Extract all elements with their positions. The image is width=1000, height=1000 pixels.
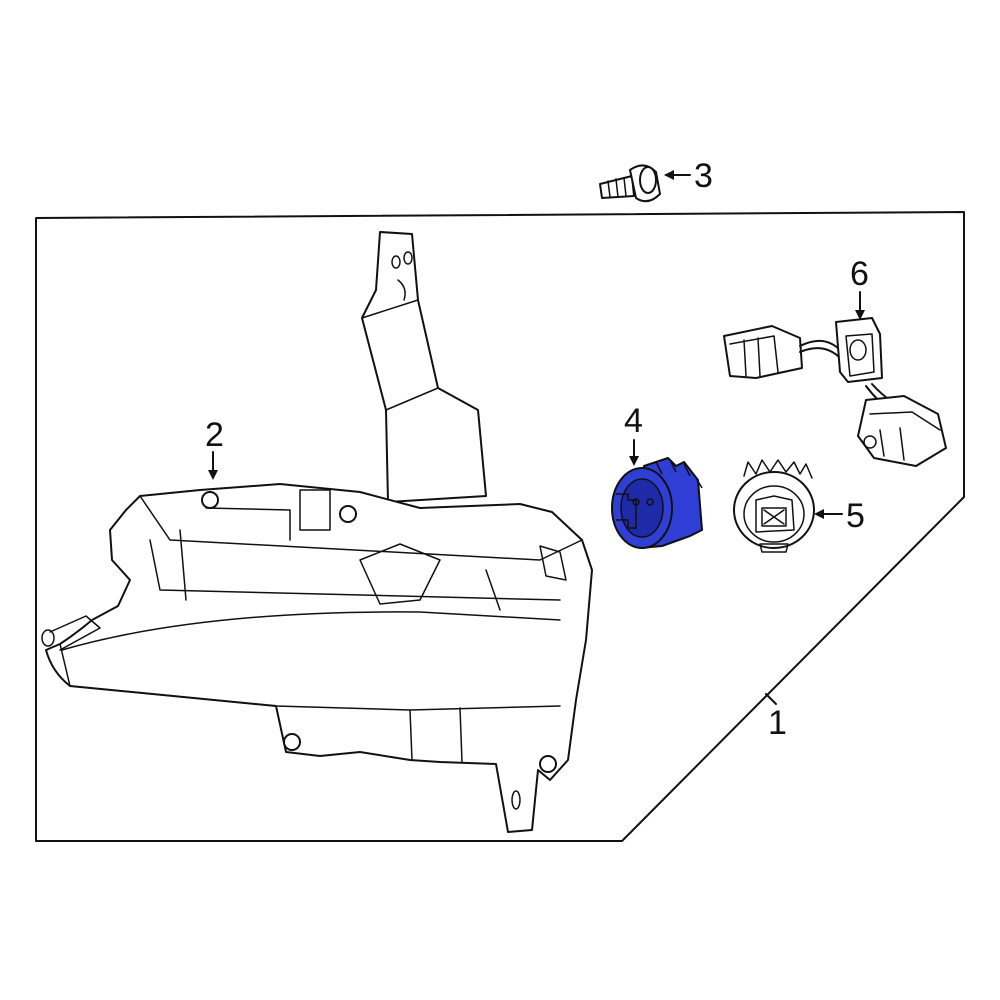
arrowhead-3 <box>664 170 674 180</box>
arrowhead-5 <box>814 509 824 519</box>
callout-5: 5 <box>846 497 865 535</box>
arrowhead-2 <box>208 470 218 480</box>
bolt-part-3[interactable] <box>599 164 661 203</box>
arrowhead-6 <box>855 310 865 320</box>
callout-1: 1 <box>768 704 787 742</box>
arrowhead-4 <box>629 456 639 466</box>
harness-part-6[interactable] <box>723 317 947 467</box>
callout-2: 2 <box>205 416 224 454</box>
socket-part-4-highlighted[interactable] <box>611 457 703 549</box>
callout-6: 6 <box>850 255 869 293</box>
assembly-frame <box>35 211 965 842</box>
bulb-part-5[interactable] <box>733 459 815 553</box>
callout-4: 4 <box>624 402 643 440</box>
housing-part-2[interactable] <box>41 231 593 833</box>
callout-3: 3 <box>694 157 713 195</box>
